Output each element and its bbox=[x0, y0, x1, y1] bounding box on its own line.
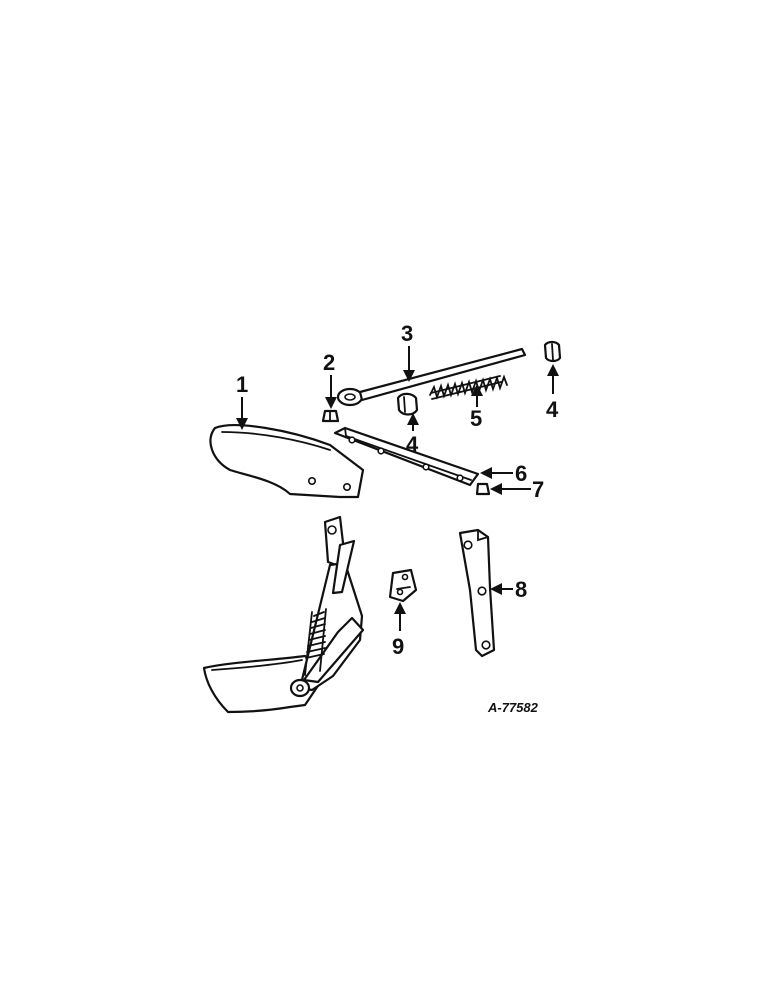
callout-7: 7 bbox=[532, 477, 544, 502]
shovel-blade-part bbox=[209, 424, 365, 499]
assembled-shank-shovel bbox=[202, 515, 365, 714]
callout-1: 1 bbox=[236, 372, 248, 397]
callout-9: 9 bbox=[392, 634, 404, 659]
drawing-reference: A-77582 bbox=[487, 700, 539, 715]
callout-3: 3 bbox=[401, 321, 413, 346]
nut-part-4-left bbox=[396, 392, 419, 416]
callout-4-left: 4 bbox=[406, 432, 419, 457]
callout-4-right: 4 bbox=[546, 397, 559, 422]
callout-8: 8 bbox=[515, 577, 527, 602]
bracket-part-8 bbox=[458, 528, 496, 658]
callout-2: 2 bbox=[323, 350, 335, 375]
nut-part-7 bbox=[475, 482, 491, 496]
clip-part-9 bbox=[388, 568, 418, 603]
spring-part-5 bbox=[429, 374, 508, 400]
callout-arrows bbox=[236, 346, 559, 631]
callout-5: 5 bbox=[470, 406, 482, 431]
callout-6: 6 bbox=[515, 461, 527, 486]
nut-part-4-right bbox=[543, 340, 562, 363]
nut-part-2 bbox=[321, 409, 340, 423]
eye-rod-part bbox=[336, 347, 527, 407]
bar-part-6 bbox=[333, 426, 480, 487]
